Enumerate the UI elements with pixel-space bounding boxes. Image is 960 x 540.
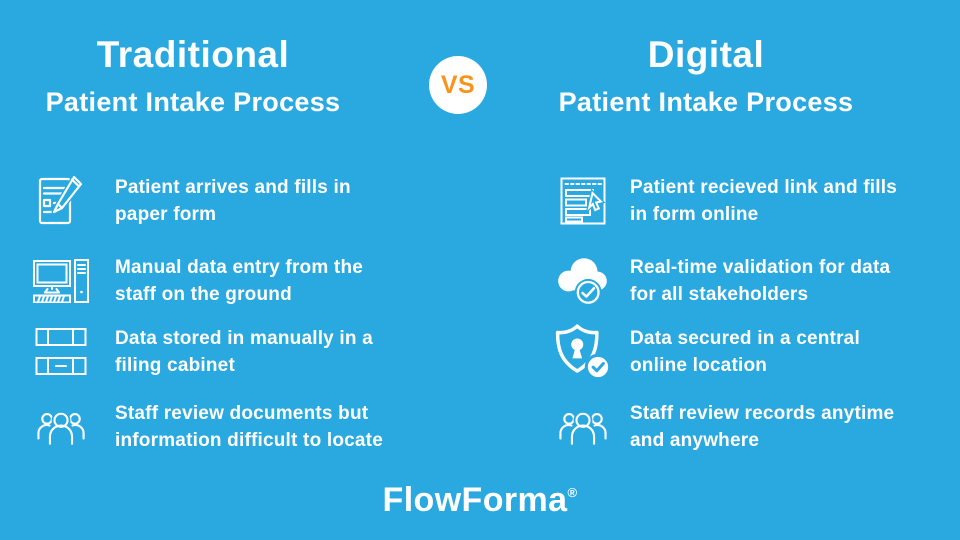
list-item-digital-1: Patient recieved link and fills in form …: [552, 169, 897, 233]
brand-wordmark: FlowForma: [382, 481, 568, 519]
item-text-line: for all stakeholders: [630, 284, 809, 305]
item-text-line: Real-time validation for data: [630, 256, 891, 278]
paper-form-pencil-icon: [30, 175, 92, 227]
digital-subtitle: Patient Intake Process: [558, 87, 854, 117]
item-text: Patient arrives and fills in paper form: [115, 174, 351, 229]
vs-label: VS: [440, 70, 476, 99]
digital-title: Digital: [647, 34, 765, 75]
item-text-line: Data stored in manually in a: [115, 327, 373, 349]
traditional-title: Traditional: [96, 34, 290, 75]
list-item-traditional-3: Data stored in manually in a filing cabi…: [30, 320, 373, 384]
item-text: Data stored in manually in a filing cabi…: [115, 325, 373, 380]
filing-cabinet-icon: [30, 327, 92, 377]
item-text: Real-time validation for data for all st…: [630, 254, 890, 309]
item-text-line: Staff review documents but: [115, 402, 369, 424]
online-form-cursor-icon: [552, 176, 614, 226]
desktop-computer-icon: [30, 259, 92, 303]
vs-badge: VS: [429, 56, 487, 114]
list-item-traditional-1: Patient arrives and fills in paper form: [30, 169, 351, 233]
traditional-subtitle: Patient Intake Process: [45, 87, 341, 117]
traditional-header: Traditional Patient Intake Process: [8, 33, 378, 118]
item-text-line: staff on the ground: [115, 284, 292, 305]
item-text-line: Patient arrives and fills in: [115, 176, 351, 198]
item-text: Patient recieved link and fills in form …: [630, 174, 897, 229]
list-item-traditional-4: Staff review documents but information d…: [30, 395, 383, 459]
flowforma-logo: FlowForma®: [0, 481, 960, 520]
item-text: Staff review documents but information d…: [115, 400, 383, 455]
cloud-check-icon: [552, 254, 614, 308]
item-text-line: Manual data entry from the: [115, 256, 364, 278]
item-text-line: paper form: [115, 204, 217, 225]
registered-trademark: ®: [567, 484, 578, 500]
item-text-line: Patient recieved link and fills: [630, 176, 898, 198]
list-item-traditional-2: Manual data entry from the staff on the …: [30, 249, 363, 313]
item-text-line: in form online: [630, 204, 759, 225]
item-text-line: filing cabinet: [115, 355, 235, 376]
list-item-digital-3: Data secured in a central online locatio…: [552, 320, 860, 384]
item-text: Data secured in a central online locatio…: [630, 325, 860, 380]
item-text: Staff review records anytime and anywher…: [630, 400, 894, 455]
item-text-line: online location: [630, 355, 768, 376]
item-text-line: and anywhere: [630, 430, 760, 451]
digital-header: Digital Patient Intake Process: [526, 33, 886, 118]
shield-lock-check-icon: [552, 323, 614, 381]
item-text: Manual data entry from the staff on the …: [115, 254, 363, 309]
staff-group-icon: [30, 404, 92, 450]
item-text-line: Data secured in a central: [630, 327, 860, 349]
list-item-digital-2: Real-time validation for data for all st…: [552, 249, 890, 313]
item-text-line: information difficult to locate: [115, 430, 383, 451]
list-item-digital-4: Staff review records anytime and anywher…: [552, 395, 894, 459]
staff-group-icon: [552, 404, 614, 450]
item-text-line: Staff review records anytime: [630, 402, 895, 424]
